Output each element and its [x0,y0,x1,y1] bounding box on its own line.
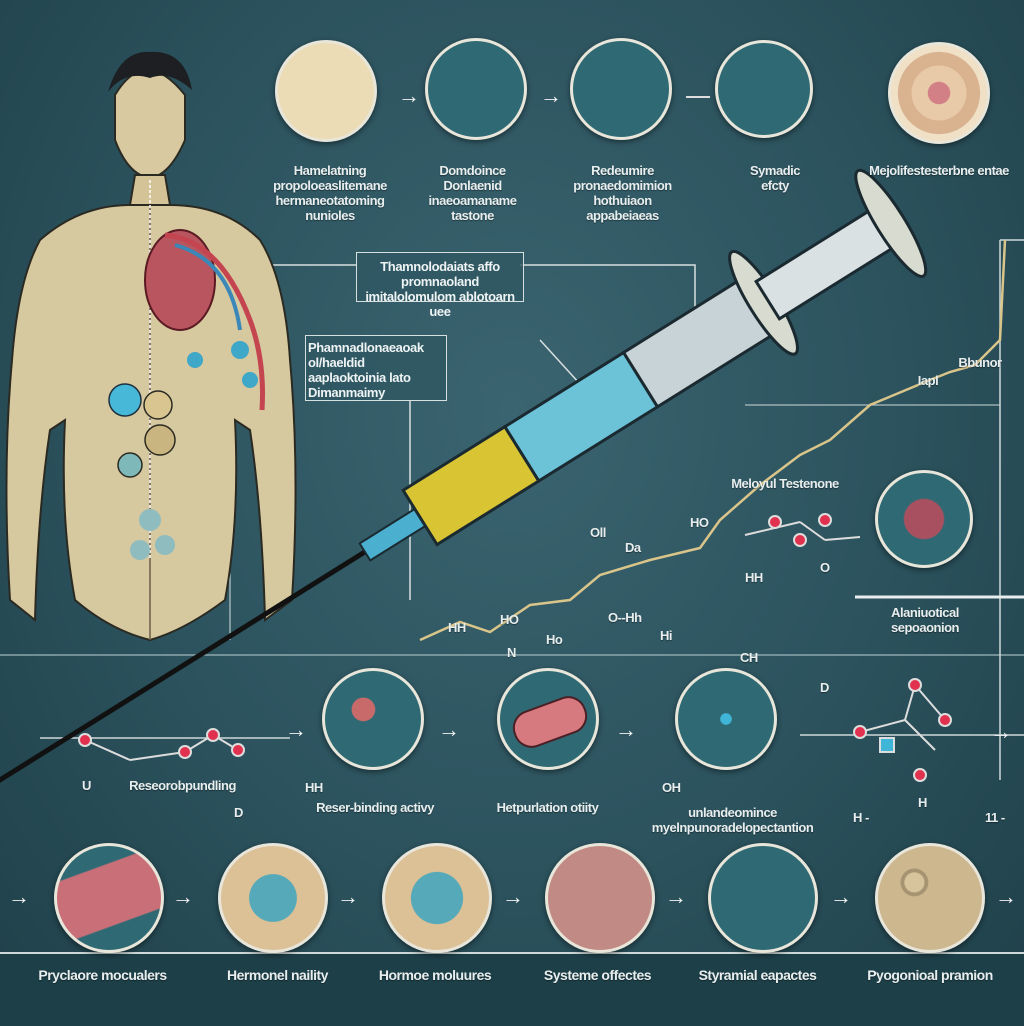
arrow-right-icon: → [502,884,524,909]
side-mark: U [82,778,91,793]
anatomy-label: Alaniuotical sepoaonion [891,605,959,635]
bottom-label-2: Hermonel naility [227,967,328,983]
chem-label: O [820,560,830,575]
middle-circle-pill [497,668,599,770]
side-mark: H - [853,810,869,825]
middle-label-1: Reseorobpundling [129,778,236,793]
syringe [0,168,928,793]
chem-label: Da [625,540,641,555]
arrow-right-icon: → [830,884,852,909]
bottom-circle-spheres [875,843,985,953]
side-mark: D [234,805,243,820]
arrow-right-icon: → [337,884,359,909]
chart-label-top: Bbunor [958,355,1002,370]
bottom-label-1: Pryclaore mocualers [38,967,167,983]
arrow-right-icon: → [398,83,420,108]
chem-label: HH [745,570,763,585]
chem-label: CH [740,650,758,665]
callout-box-2: Phamnadlonaeaoak ol/haeldid aaplaoktoini… [305,335,447,401]
top-circle-molecule-1 [425,38,527,140]
top-circle-target [888,42,990,144]
anatomy-circle-lungs [875,470,973,568]
top-circle-hormone-structure [275,40,377,142]
trend-line [419,239,1007,642]
chem-label: N [507,645,516,660]
middle-label-3: Hetpurlation otiity [496,800,599,815]
arrow-right-icon: → [995,884,1017,909]
bottom-label-5: Styramial eapactes [698,967,817,983]
arrow-right-icon: → [172,884,194,909]
arrow-right-icon: → [665,884,687,909]
arrow-right-icon: → [438,717,460,742]
arrow-right-icon: → [615,717,637,742]
divider-line [686,96,710,98]
chart-label-small: Iapl [917,373,939,388]
top-label-2: Domdoince Donlaenid inaeoamaname tastone [428,163,517,223]
top-circle-molecule-2 [570,38,672,140]
side-mark: H [918,795,927,810]
arrow-right-icon: → [990,719,1012,744]
chem-label: O--Hh [608,610,642,625]
bottom-label-6: Pyogonioal pramion [867,967,993,983]
side-mark: HH [305,780,323,795]
bottom-circle-muscle [54,843,164,953]
bottom-label-4: Systeme offectes [543,967,652,983]
chem-label: HH [448,620,466,635]
molecule-title: Meloyul Testenone [731,476,839,491]
chem-label: HO [500,612,519,627]
arrow-right-icon: → [285,717,307,742]
connector-line [520,264,696,310]
chem-label: Ho [546,632,563,647]
pill-icon [507,691,593,753]
top-label-4: Symadic efcty [750,163,800,193]
top-circle-molecule-3 [715,40,813,138]
chem-label: Hi [660,628,673,643]
chem-label: D [820,680,829,695]
side-mark: 11 - [985,810,1005,825]
top-label-3: Redeumire pronaedomimion hothuiaon appab… [573,163,672,223]
human-anatomy-figure [5,51,297,642]
bottom-circle-molecule-bonds [708,843,818,953]
bottom-label-band [0,952,1024,1026]
top-label-1: Hamelatning propoloeaslitemane hermaneot… [273,163,387,223]
bottom-circle-hormone [218,843,328,953]
middle-circle-molecules [675,668,777,770]
molecule-diagram [78,513,952,782]
middle-label-2: Reser-binding activy [316,800,434,815]
bottom-circle-tissue [545,843,655,953]
chem-label: HO [690,515,709,530]
middle-circle-receptors [322,668,424,770]
middle-label-4: unlandeomince myelnpunoradelopectantion [651,805,814,835]
callout-box-1: Thamnolodaiats affo promnaoland imitalol… [356,252,524,319]
arrow-right-icon: → [540,83,562,108]
arrow-right-icon: → [8,884,30,909]
side-mark: OH [662,780,681,795]
chem-label: Oll [590,525,606,540]
bottom-circle-molecules [382,843,492,953]
bottom-label-3: Hormoe moluures [378,967,492,983]
top-label-5: Mejolifestesterbne entae [869,163,1009,178]
